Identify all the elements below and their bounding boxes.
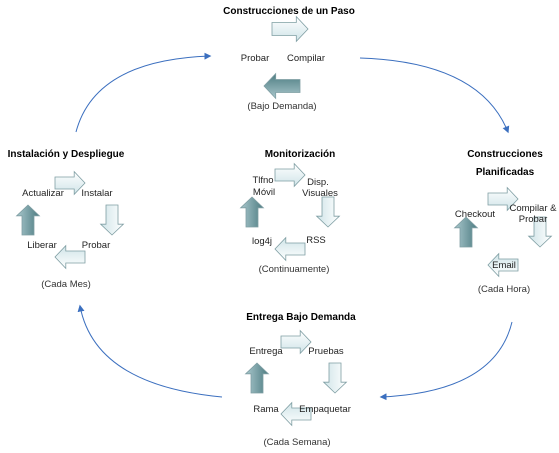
- cycle-center-arrow-top: [274, 162, 306, 188]
- cycle-bottom-arrow-left: [244, 362, 270, 394]
- cycle-top-title: Construcciones de un Paso: [223, 6, 355, 17]
- cycle-right-title-line2: Planificadas: [476, 167, 535, 178]
- cycle-bottom-label-entrega: Entrega: [249, 346, 283, 357]
- cycle-right-arrow-left: [453, 216, 479, 248]
- cycle-bottom-label-rama: Rama: [253, 404, 279, 415]
- cycle-bottom-arrows: [244, 329, 348, 427]
- cycle-left-title: Instalación y Despliegue: [8, 149, 125, 160]
- cycle-bottom-frequency: (Cada Semana): [263, 437, 330, 448]
- cycle-left-label-liberar: Liberar: [27, 240, 57, 251]
- cycle-center-label-rss: RSS: [306, 235, 326, 246]
- cycle-center-arrow-right: [315, 196, 341, 228]
- cycle-center-frequency: (Continuamente): [259, 264, 330, 275]
- cycle-center-arrow-left: [239, 196, 265, 228]
- cycle-left-arrow-bottom: [54, 244, 86, 270]
- cycle-center-arrow-bottom: [274, 236, 306, 262]
- cycle-center-label-movil: Móvil: [253, 187, 275, 198]
- cycle-bottom-label-empaquetar: Empaquetar: [299, 404, 351, 415]
- cycle-bottom-title: Entrega Bajo Demanda: [246, 312, 356, 323]
- cycle-right-label-probar: Probar: [519, 214, 548, 225]
- cycle-bottom-arrow-bottom: [280, 401, 312, 427]
- connector-bottom-to-left: [77, 304, 223, 398]
- cycle-left-label-instalar: Instalar: [81, 188, 112, 199]
- connector-left-to-top: [75, 52, 212, 133]
- cycle-top-arrow-lower: [263, 72, 301, 100]
- cycle-left-arrows: [15, 170, 125, 270]
- cycle-center-label-tlfno: Tlfno: [252, 175, 273, 186]
- cycle-right-label-compilar: Compilar &: [510, 203, 558, 214]
- cycle-top-frequency: (Bajo Demanda): [247, 101, 316, 112]
- cycle-left-label-probar: Probar: [82, 240, 111, 251]
- cycle-top-arrow-upper: [271, 15, 309, 43]
- cycle-left-arrow-left: [15, 204, 41, 236]
- cycle-left-label-actualizar: Actualizar: [22, 188, 64, 199]
- cycle-center-label-disp: Disp.: [307, 177, 329, 188]
- cycle-right-arrow-top: [487, 186, 519, 212]
- cycle-center-arrows: [239, 162, 341, 262]
- cycle-top-label-compilar: Compilar: [287, 53, 325, 64]
- cycle-bottom-arrow-top: [280, 329, 312, 355]
- cycle-right-title-line1: Construcciones: [467, 149, 543, 160]
- cycle-right-arrow-bottom: [487, 252, 519, 278]
- cycle-right-arrow-right: [527, 216, 553, 248]
- cycle-top-label-probar: Probar: [241, 53, 270, 64]
- cycle-right-arrows: [453, 186, 553, 278]
- cycle-top-arrows: [263, 15, 309, 100]
- cycle-right-label-email: Email: [492, 260, 516, 271]
- cycle-right-label-checkout: Checkout: [455, 209, 495, 220]
- cycle-bottom-arrow-right: [322, 362, 348, 394]
- cycle-center-label-visuales: Visuales: [302, 188, 338, 199]
- cycle-left-frequency: (Cada Mes): [41, 279, 91, 290]
- connector-right-to-bottom: [379, 321, 513, 401]
- cycle-left-arrow-right: [99, 204, 125, 236]
- cycle-left-arrow-top: [54, 170, 86, 196]
- connector-top-to-right: [359, 57, 510, 134]
- cycle-right-frequency: (Cada Hora): [478, 284, 530, 295]
- cycle-bottom-label-pruebas: Pruebas: [308, 346, 344, 357]
- cycle-center-title: Monitorización: [265, 149, 336, 160]
- cycle-center-label-log4j: log4j: [252, 236, 272, 247]
